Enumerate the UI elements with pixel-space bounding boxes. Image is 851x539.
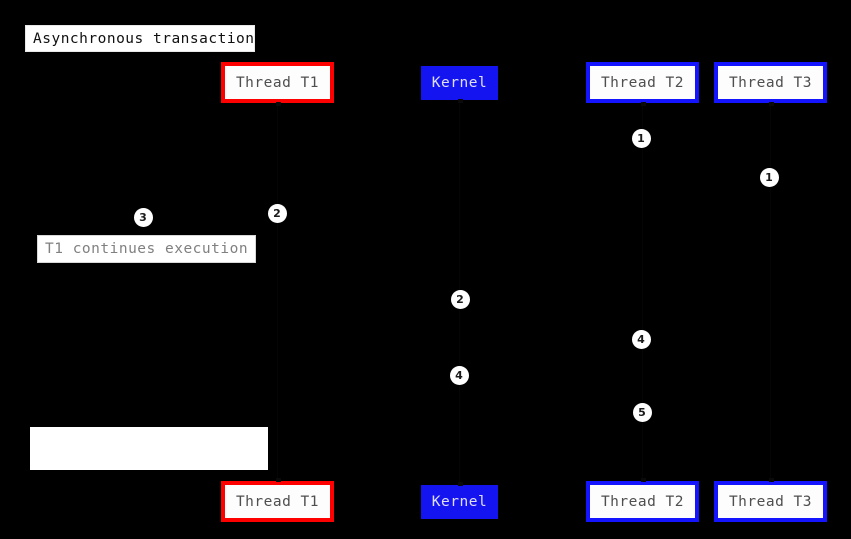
kernel-bottom[interactable]: Kernel bbox=[421, 485, 498, 519]
thread-t1-bottom-connector-nub bbox=[275, 478, 281, 482]
badge-t3-1: 1 bbox=[759, 167, 779, 187]
badge-t1-3: 3 bbox=[133, 207, 153, 227]
kernel-top-connector-nub bbox=[457, 99, 463, 103]
kernel-top[interactable]: Kernel bbox=[421, 66, 498, 100]
badge-t1-2: 2 bbox=[267, 203, 287, 223]
note-t1-exec: T1 continues execution bbox=[37, 235, 256, 263]
lifeline-t2 bbox=[642, 103, 643, 481]
badge-k-4: 4 bbox=[449, 365, 469, 385]
badge-k-2: 2 bbox=[450, 289, 470, 309]
thread-t1-bottom[interactable]: Thread T1 bbox=[221, 481, 334, 522]
thread-t1-top-connector-nub bbox=[275, 102, 281, 106]
thread-t2-top-connector-nub bbox=[640, 102, 646, 106]
thread-t2-bottom-connector-nub bbox=[640, 478, 646, 482]
badge-t2-4: 4 bbox=[631, 329, 651, 349]
thread-t1-top[interactable]: Thread T1 bbox=[221, 62, 334, 103]
thread-t3-top-connector-nub bbox=[768, 102, 774, 106]
thread-t2-bottom[interactable]: Thread T2 bbox=[586, 481, 699, 522]
title-note: Asynchronous transaction bbox=[25, 25, 255, 52]
thread-t3-bottom-connector-nub bbox=[768, 478, 774, 482]
thread-t3-top[interactable]: Thread T3 bbox=[714, 62, 827, 103]
lifeline-t3 bbox=[770, 103, 771, 481]
note-empty bbox=[30, 427, 268, 470]
thread-t3-bottom[interactable]: Thread T3 bbox=[714, 481, 827, 522]
thread-t2-top[interactable]: Thread T2 bbox=[586, 62, 699, 103]
kernel-bottom-connector-nub bbox=[457, 482, 463, 486]
lifeline-t1 bbox=[277, 103, 278, 481]
badge-t2-5: 5 bbox=[632, 402, 652, 422]
badge-t2-1: 1 bbox=[631, 128, 651, 148]
